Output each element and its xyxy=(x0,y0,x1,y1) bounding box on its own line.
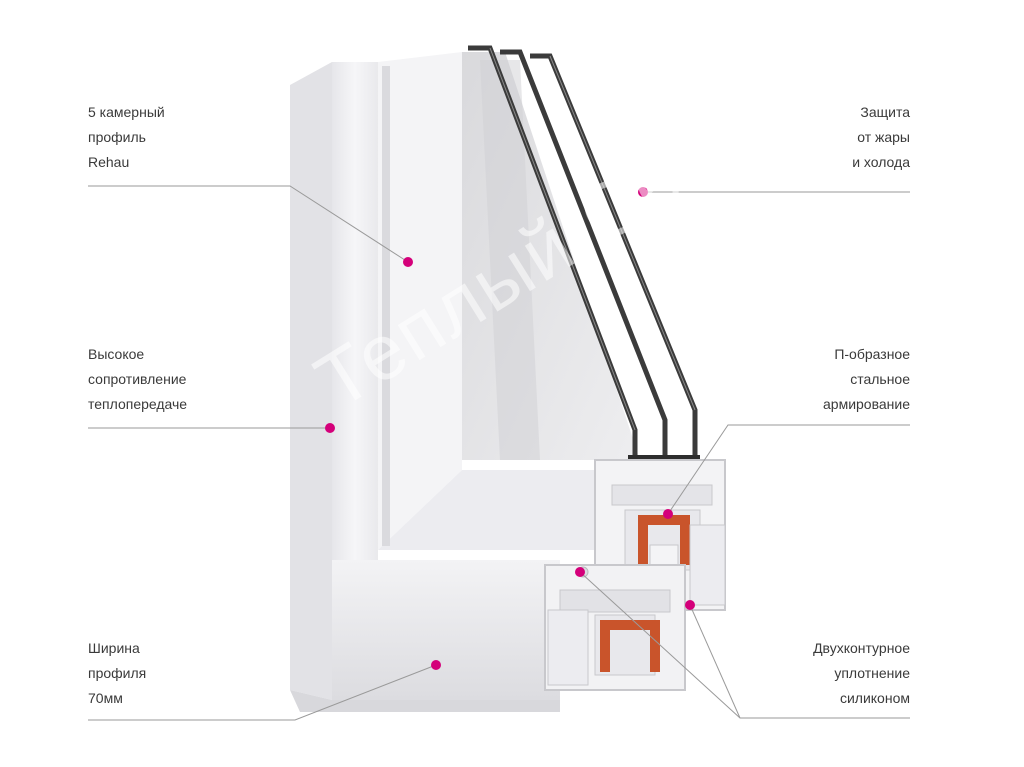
dot-width xyxy=(431,660,441,670)
steel-reinforcement-lower xyxy=(600,620,660,672)
label-protection: Защита от жары и холода xyxy=(852,100,910,175)
label-profile: 5 камерный профиль Rehau xyxy=(88,100,165,175)
dot-seal-2 xyxy=(685,600,695,610)
steel-reinforcement-upper xyxy=(638,515,690,565)
label-line: стальное xyxy=(850,371,910,387)
label-resistance: Высокое сопротивление теплопередаче xyxy=(88,342,187,417)
leader-seal-2 xyxy=(689,604,741,719)
label-line: сопротивление xyxy=(88,371,187,387)
profile-cross-section xyxy=(544,459,726,691)
label-line: силиконом xyxy=(839,690,910,706)
dot-protection xyxy=(638,187,648,197)
label-line: Ширина xyxy=(88,640,140,656)
label-width: Ширина профиля 70мм xyxy=(88,636,146,711)
label-line: Rehau xyxy=(88,154,130,170)
label-line: теплопередаче xyxy=(88,396,188,412)
glass-pane-2 xyxy=(500,49,668,470)
label-line: Двухконтурное xyxy=(813,640,910,656)
label-line: профиль xyxy=(88,129,146,145)
label-line: от жары xyxy=(857,129,910,145)
dot-profile xyxy=(403,257,413,267)
dot-reinforcement xyxy=(663,509,673,519)
label-line: и холода xyxy=(852,154,910,170)
label-line: 5 камерный xyxy=(88,104,165,120)
label-line: 70мм xyxy=(88,690,123,706)
glass-unit xyxy=(462,45,700,477)
label-line: уплотнение xyxy=(834,665,910,681)
dot-resistance xyxy=(325,423,335,433)
leader-profile xyxy=(88,185,409,263)
leader-reinforcement xyxy=(667,424,910,515)
dot-seal-1 xyxy=(575,567,585,577)
outer-frame xyxy=(290,62,560,712)
callout-dots xyxy=(325,187,695,670)
leader-width xyxy=(88,664,437,721)
label-reinforcement: П-образное стальное армирование xyxy=(823,342,910,417)
label-line: профиля xyxy=(88,665,147,681)
label-line: Защита xyxy=(860,104,910,120)
label-line: армирование xyxy=(823,396,910,412)
sash-frame xyxy=(378,52,620,550)
label-seal: Двухконтурное уплотнение силиконом xyxy=(813,636,910,711)
label-line: П-образное xyxy=(834,346,910,362)
leader-lines xyxy=(88,185,910,721)
label-line: Высокое xyxy=(88,346,145,362)
